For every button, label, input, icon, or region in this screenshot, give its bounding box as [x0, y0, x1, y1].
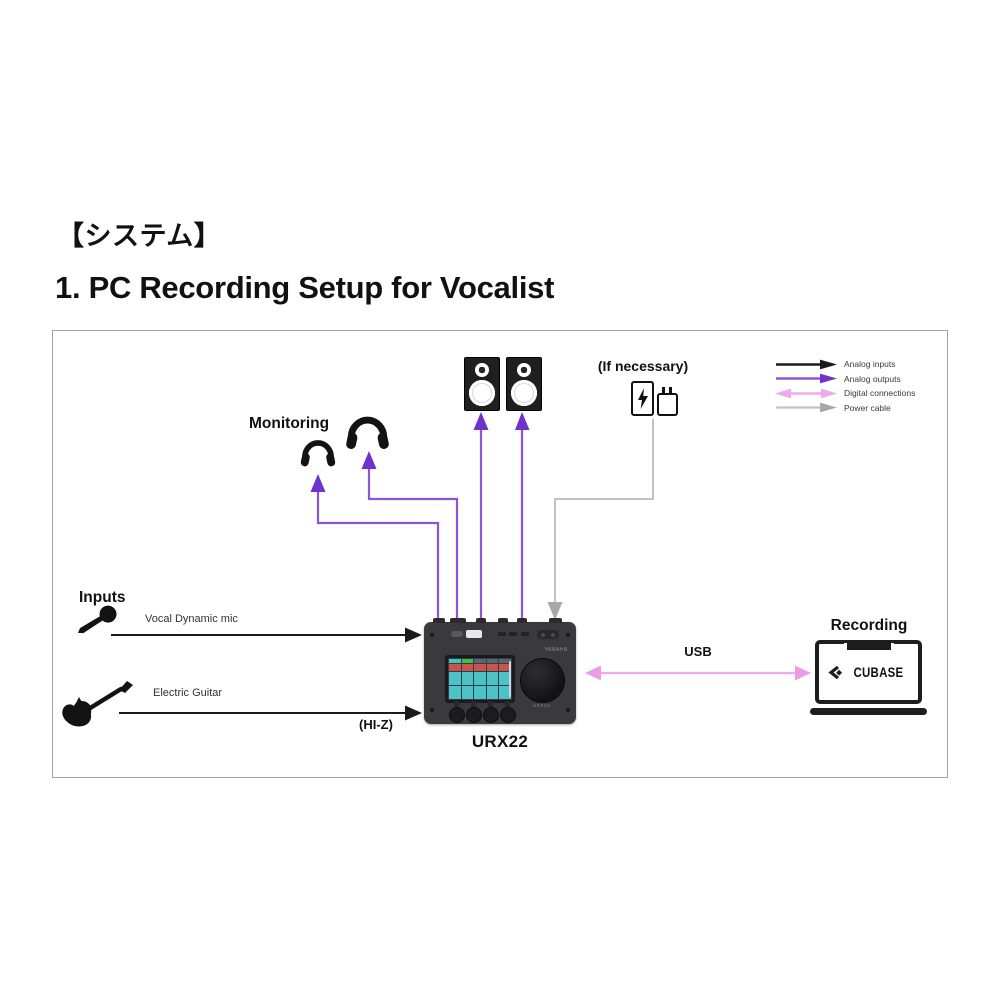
channel-knob	[466, 707, 482, 723]
legend: Analog inputs Analog outputs Digital con…	[775, 359, 915, 413]
top-marking	[521, 632, 529, 636]
connector-power-cable	[547, 419, 654, 620]
speaker-left-icon	[464, 357, 500, 411]
daw-name: CUBASE	[853, 664, 904, 680]
section-heading: 【システム】	[57, 221, 222, 251]
diagram-frame: Analog inputs Analog outputs Digital con…	[52, 330, 948, 778]
top-marking	[498, 632, 506, 636]
connector-headphone-right	[361, 451, 459, 622]
laptop: CUBASE	[815, 640, 922, 704]
connector-nub	[450, 618, 466, 623]
channel-knob	[500, 707, 516, 723]
connector-guitar-input	[119, 705, 422, 721]
laptop-base	[810, 708, 927, 715]
device-caption: URX22	[471, 732, 529, 751]
connector-nub	[433, 618, 445, 623]
speaker-tweeter	[517, 363, 531, 377]
connector-nub	[476, 618, 486, 623]
analog-outputs-arrow-icon	[776, 373, 837, 384]
speaker-woofer	[469, 380, 495, 406]
legend-row-analog-inputs: Analog inputs	[775, 359, 915, 370]
legend-row-digital-connections: Digital connections	[775, 388, 915, 399]
screw	[430, 633, 434, 637]
channel-knob	[483, 707, 499, 723]
speaker-right-icon	[506, 357, 542, 411]
page-title: 1. PC Recording Setup for Vocalist	[55, 270, 555, 305]
knob-stem	[487, 701, 493, 707]
lightning-icon	[637, 387, 648, 409]
connector-nub	[549, 618, 562, 623]
headphones-icon	[346, 416, 389, 449]
touchscreen-ui	[448, 658, 512, 700]
plug-prong	[662, 387, 665, 395]
headphones-icon	[300, 440, 336, 467]
power-cable-arrow-icon	[776, 402, 837, 413]
legend-row-power-cable: Power cable	[775, 403, 915, 414]
legend-label: Analog inputs	[844, 359, 896, 370]
device-model-print: URX22	[532, 703, 551, 708]
screen-scrollbar	[509, 661, 511, 697]
speaker-tweeter	[475, 363, 489, 377]
connector-usb	[585, 665, 811, 681]
main-volume-knob	[520, 658, 565, 703]
if-necessary-label: (If necessary)	[597, 358, 689, 374]
connector-nub	[498, 618, 508, 623]
top-switch	[537, 630, 559, 639]
knob-stem	[470, 701, 476, 707]
usb-label: USB	[684, 644, 712, 659]
analog-inputs-arrow-icon	[776, 359, 837, 370]
connector-speaker-left	[473, 412, 489, 622]
inputs-label: Inputs	[79, 589, 126, 606]
top-button	[451, 631, 463, 637]
top-display-window	[466, 630, 482, 638]
connector-nub	[517, 618, 527, 623]
screw	[430, 708, 434, 712]
digital-connections-arrow-icon	[775, 388, 837, 399]
connection-wires	[111, 412, 811, 721]
legend-label: Analog outputs	[844, 373, 901, 384]
speaker-woofer	[511, 380, 537, 406]
top-marking	[509, 632, 517, 636]
power-adapter-icon	[631, 381, 654, 416]
hi-z-label: (HI-Z)	[359, 717, 393, 732]
screw	[566, 708, 570, 712]
knob-stem	[504, 701, 510, 707]
recording-label: Recording	[830, 617, 908, 634]
mic-input-label: Vocal Dynamic mic	[145, 613, 238, 625]
laptop-notch	[843, 643, 894, 650]
guitar-input-label: Electric Guitar	[153, 687, 223, 699]
monitoring-label: Monitoring	[249, 415, 330, 432]
legend-label: Digital connections	[844, 388, 916, 399]
plug-prong	[669, 387, 672, 395]
legend-row-analog-outputs: Analog outputs	[775, 374, 915, 385]
screw	[566, 633, 570, 637]
touchscreen	[445, 655, 515, 703]
brand-logo: YAMAHA	[544, 647, 568, 653]
channel-knob	[449, 707, 465, 723]
audio-interface-device: YAMAHA URX22	[424, 618, 576, 724]
cubase-logo-icon	[828, 665, 843, 679]
connector-speaker-right	[515, 412, 530, 622]
knob-stem	[453, 701, 459, 707]
connector-headphone-left	[310, 474, 440, 622]
connector-mic-input	[111, 627, 422, 643]
electric-guitar-icon	[62, 681, 133, 727]
power-plug-icon	[657, 387, 678, 416]
microphone-icon	[77, 605, 117, 634]
legend-label: Power cable	[844, 402, 891, 413]
